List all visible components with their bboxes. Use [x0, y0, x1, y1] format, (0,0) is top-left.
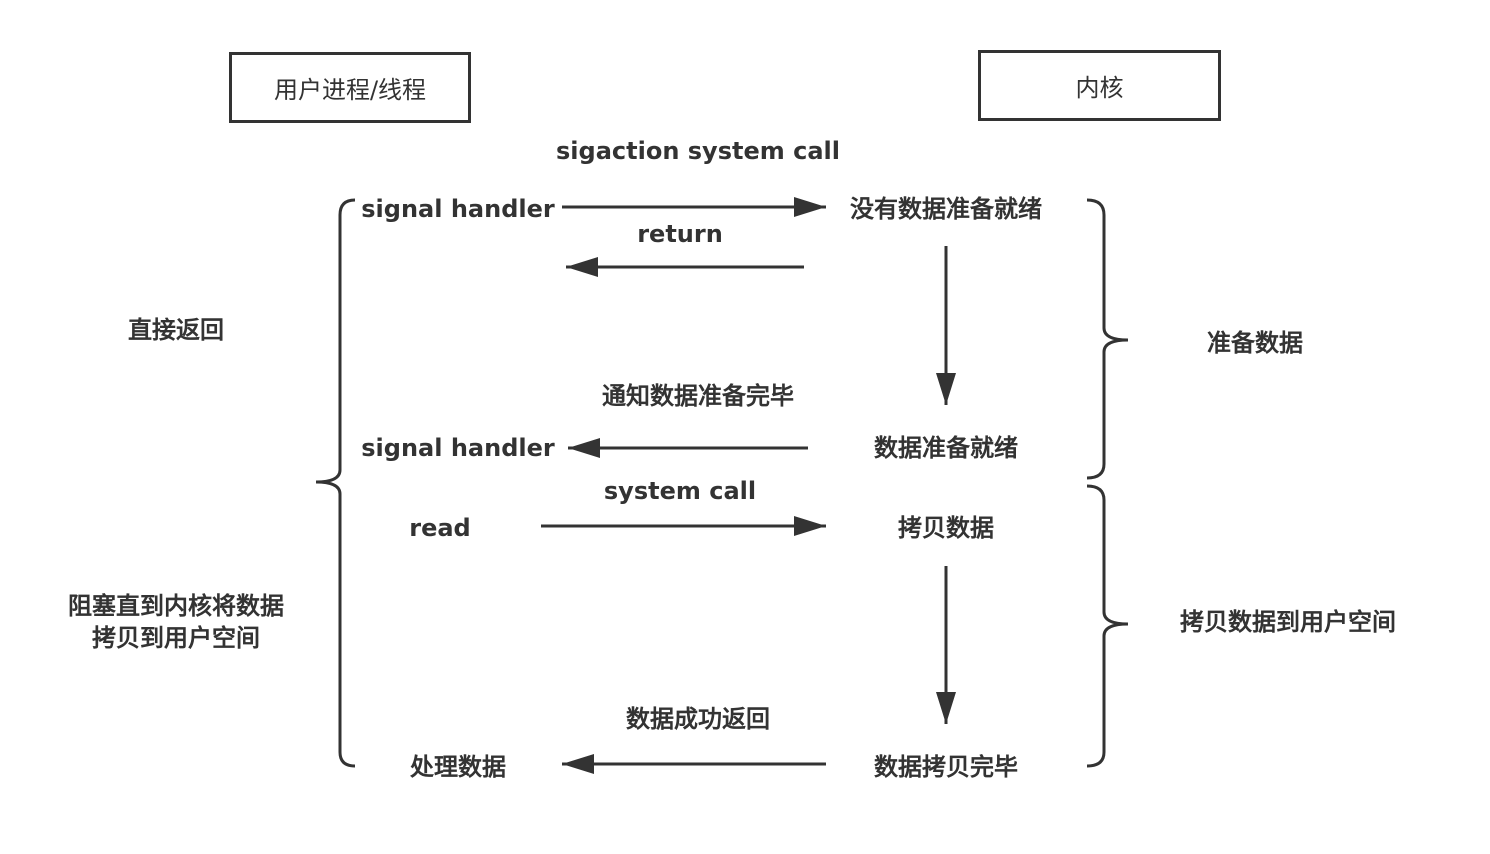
- user-signal-handler-1: signal handler: [361, 195, 555, 223]
- kernel-data-ready: 数据准备就绪: [874, 434, 1018, 462]
- user-process-title: 用户进程/线程: [273, 76, 427, 104]
- arrowhead-prepare-down: [936, 373, 956, 405]
- right-brace-prepare: [1086, 198, 1129, 480]
- label-sigaction: sigaction system call: [556, 137, 840, 165]
- label-system-call: system call: [603, 477, 757, 505]
- note-blocked-line1: 阻塞直到内核将数据: [68, 592, 284, 620]
- kernel-no-data-ready: 没有数据准备就绪: [850, 195, 1042, 223]
- kernel-title: 内核: [1075, 74, 1124, 102]
- arrowhead-copy-down: [936, 692, 956, 724]
- arrowhead-success-return: [562, 754, 594, 774]
- label-success-return: 数据成功返回: [626, 705, 770, 733]
- user-read: read: [409, 514, 471, 542]
- note-return-directly: 直接返回: [128, 316, 224, 344]
- note-blocked: 阻塞直到内核将数据 拷贝到用户空间: [68, 590, 284, 654]
- kernel-box: 内核: [978, 50, 1221, 121]
- note-blocked-line2: 拷贝到用户空间: [92, 624, 260, 652]
- user-process-data: 处理数据: [410, 753, 506, 781]
- arrowhead-sigaction: [794, 197, 826, 217]
- arrowhead-read: [794, 516, 826, 536]
- note-prepare-data: 准备数据: [1207, 329, 1303, 357]
- user-signal-handler-2: signal handler: [361, 434, 555, 462]
- left-brace: [315, 198, 356, 768]
- user-process-box: 用户进程/线程: [229, 52, 471, 123]
- note-copy-to-user: 拷贝数据到用户空间: [1180, 608, 1396, 636]
- kernel-copy-done: 数据拷贝完毕: [874, 753, 1018, 781]
- right-brace-copy: [1086, 484, 1129, 768]
- kernel-copy-data: 拷贝数据: [898, 514, 994, 542]
- label-notify: 通知数据准备完毕: [602, 382, 794, 410]
- arrowhead-notify: [568, 438, 600, 458]
- label-return: return: [637, 220, 723, 248]
- arrowhead-return: [566, 257, 598, 277]
